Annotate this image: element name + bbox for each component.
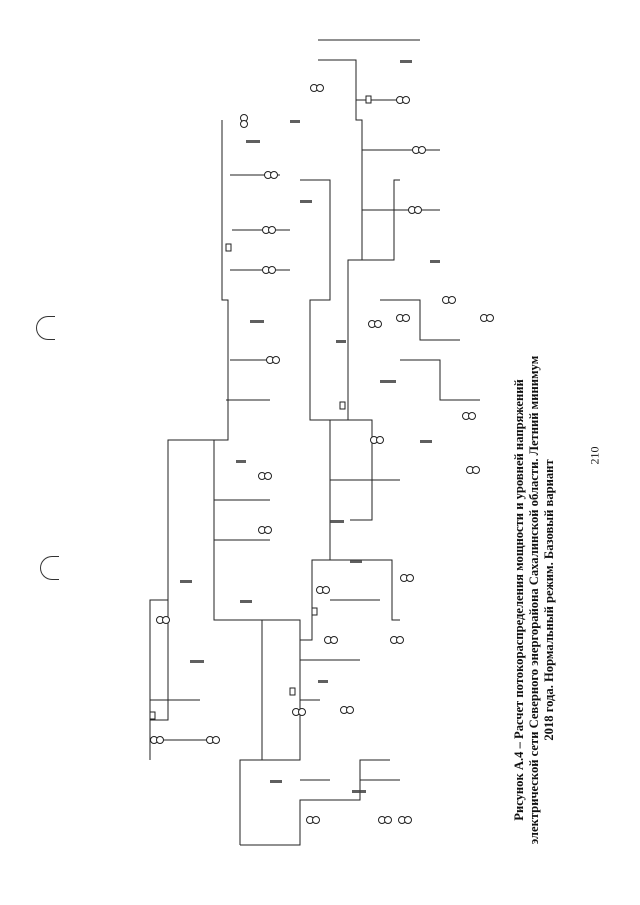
page-number: 210 bbox=[587, 446, 602, 465]
bus-branch-g bbox=[240, 759, 390, 846]
bus-trunk-right bbox=[318, 59, 363, 421]
caption-line-3: 2018 года. Нормальный режим. Базовый вар… bbox=[542, 459, 556, 741]
bus-branch-f bbox=[149, 599, 168, 760]
bus-branch-b bbox=[348, 419, 373, 521]
bus-branch-a bbox=[348, 179, 400, 261]
binder-hole-bottom bbox=[40, 556, 59, 580]
bus-branch-h bbox=[380, 299, 460, 341]
bus-branch-e bbox=[150, 439, 214, 721]
figure-caption: Рисунок А.4 – Расчет потокораспределения… bbox=[512, 300, 622, 900]
breakers bbox=[149, 95, 372, 720]
transformers bbox=[150, 84, 494, 824]
bus-branch-i bbox=[400, 359, 480, 401]
scheme-annotations bbox=[180, 60, 440, 793]
caption-line-2: электрической сети Северного энергорайон… bbox=[527, 355, 541, 845]
caption-line-1: Рисунок А.4 – Расчет потокораспределения… bbox=[512, 379, 526, 821]
binder-hole-top bbox=[36, 316, 55, 340]
bus-trunk-left bbox=[213, 150, 263, 845]
